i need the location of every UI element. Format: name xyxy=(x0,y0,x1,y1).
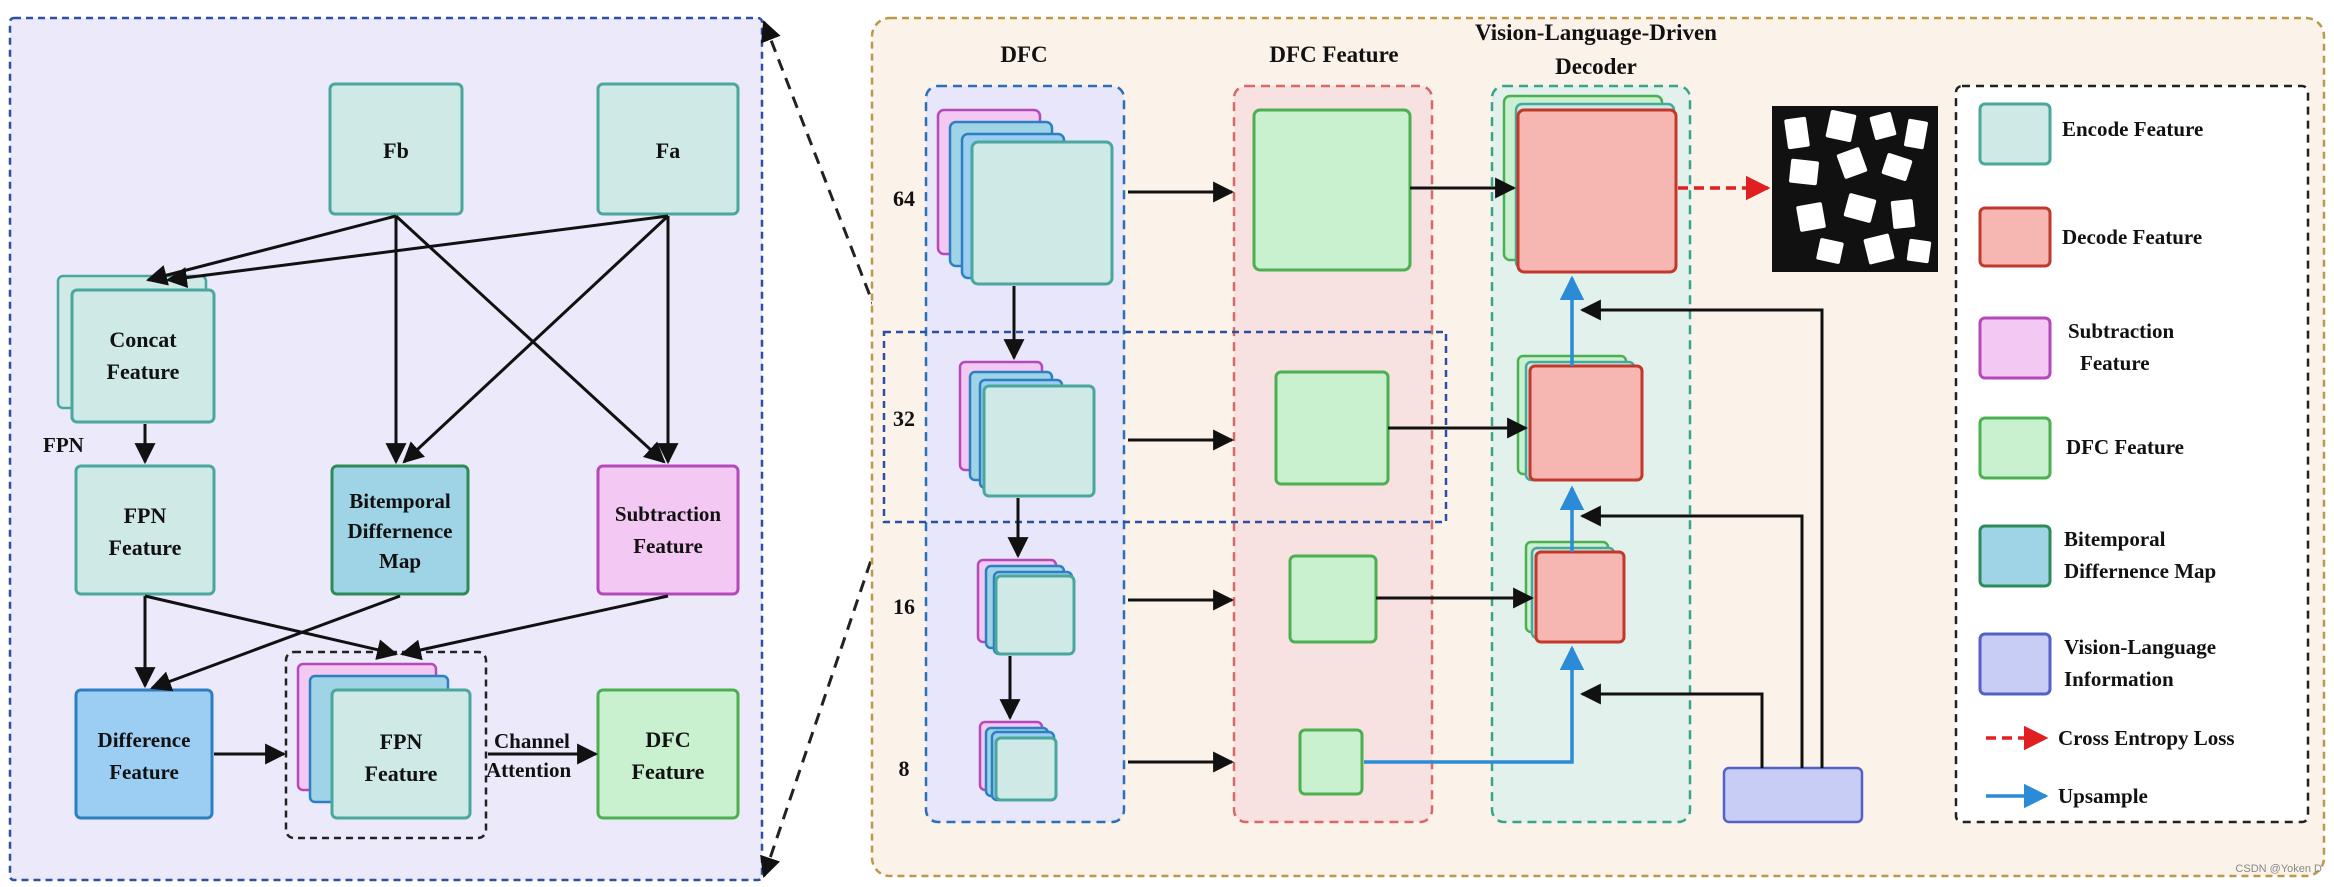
bitemporal-label-1: Bitemporal xyxy=(349,489,451,513)
dfc-out-box xyxy=(596,688,740,820)
legend-swatch-decode xyxy=(1978,206,2052,268)
legend-swatch-encode xyxy=(1978,102,2052,166)
zoom-highlight xyxy=(882,330,1448,524)
scale-16: 16 xyxy=(893,594,915,619)
legend-label-subtraction-1: Subtraction xyxy=(2068,319,2175,343)
scale-8: 8 xyxy=(899,756,910,781)
fpn-tag: FPN xyxy=(43,433,84,457)
channel-attention-label-1: Channel xyxy=(494,729,570,753)
fa-label: Fa xyxy=(656,138,680,163)
legend-label-subtraction-2: Feature xyxy=(2080,351,2150,375)
left-arrows xyxy=(134,214,679,765)
subtraction-label-1: Subtraction xyxy=(615,502,722,526)
scale-64: 64 xyxy=(893,186,915,211)
bitemporal-label-3: Map xyxy=(379,549,421,573)
legend-label-bitemporal-1: Bitemporal xyxy=(2064,527,2166,551)
difference-label-2: Feature xyxy=(109,760,179,784)
legend-label-decode: Decode Feature xyxy=(2062,225,2202,249)
legend-swatch-vl xyxy=(1978,632,2052,696)
fpn-stack-label-2: Feature xyxy=(365,761,438,786)
dfc-feature-8 xyxy=(1298,728,1364,796)
zoom-connectors xyxy=(760,20,886,878)
subtraction-box xyxy=(596,464,740,596)
right-arrows xyxy=(999,177,1824,773)
header-dfc: DFC xyxy=(1000,42,1047,67)
subtraction-label-2: Feature xyxy=(633,534,703,558)
fb-box xyxy=(328,82,464,216)
concat-label-1: Concat xyxy=(109,327,177,352)
dfc-stack-64 xyxy=(936,108,1114,286)
legend-label-upsample: Upsample xyxy=(2058,784,2148,808)
fpn-feature-label-1: FPN xyxy=(124,503,167,528)
legend-label-vl-2: Information xyxy=(2064,667,2174,691)
decoder-stack-64 xyxy=(1502,94,1678,274)
legend-label-loss: Cross Entropy Loss xyxy=(2058,726,2235,750)
vision-language-box xyxy=(1722,766,1864,824)
legend-label-dfc: DFC Feature xyxy=(2066,435,2184,459)
decoder-stack-32 xyxy=(1516,354,1644,482)
fb-label: Fb xyxy=(383,138,409,163)
fpn-stack-front xyxy=(330,688,472,820)
fa-box xyxy=(596,82,740,216)
header-dfc-feature: DFC Feature xyxy=(1269,42,1398,67)
legend-label-vl-1: Vision-Language xyxy=(2064,635,2216,659)
fpn-feature-label-2: Feature xyxy=(109,535,182,560)
header-decoder-2: Decoder xyxy=(1555,54,1637,79)
fpn-feature-box xyxy=(74,464,216,596)
dfc-feature-64 xyxy=(1252,108,1412,272)
channel-attention-label-2: Attention xyxy=(486,758,571,782)
concat-box xyxy=(70,288,216,424)
legend-swatch-dfc xyxy=(1978,416,2052,480)
decoder-stack-16 xyxy=(1524,540,1626,644)
legend-swatch-bitemporal xyxy=(1978,524,2052,588)
dfc-stack-8 xyxy=(978,720,1058,802)
scale-32: 32 xyxy=(893,406,915,431)
change-map-output xyxy=(1772,106,1938,272)
dfc-out-label-2: Feature xyxy=(632,759,705,784)
upsample-arrows xyxy=(1364,275,1585,764)
legend-swatch-subtraction xyxy=(1978,316,2052,380)
dfc-out-label-1: DFC xyxy=(645,727,690,752)
fpn-stack-label-1: FPN xyxy=(380,729,423,754)
watermark: CSDN @Yoken D xyxy=(2235,863,2322,875)
difference-label-1: Difference xyxy=(98,728,191,752)
legend-label-bitemporal-2: Differnence Map xyxy=(2064,559,2216,583)
difference-box xyxy=(74,688,214,820)
dfc-stack-32 xyxy=(958,360,1096,498)
dfc-feature-16 xyxy=(1288,554,1378,644)
concat-label-2: Feature xyxy=(107,359,180,384)
header-decoder-1: Vision-Language-Driven xyxy=(1475,20,1717,45)
legend-label-encode: Encode Feature xyxy=(2062,117,2203,141)
dfc-feature-32 xyxy=(1274,370,1390,486)
bitemporal-box xyxy=(330,464,470,596)
bitemporal-label-2: Differnence xyxy=(348,519,453,543)
dfc-stack-16 xyxy=(976,558,1076,656)
